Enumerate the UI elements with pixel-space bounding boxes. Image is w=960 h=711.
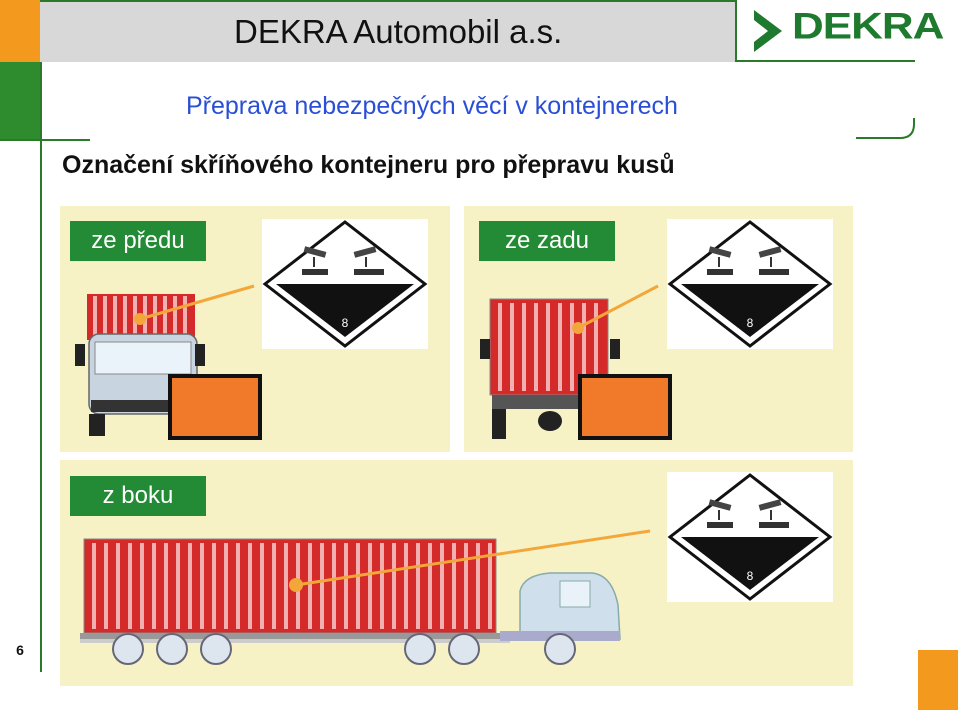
orange-corner-block — [0, 0, 40, 62]
pointer-line-side — [289, 529, 651, 592]
placard-class-number: 8 — [342, 316, 349, 330]
slide-heading: Označení skříňového kontejneru pro přepr… — [62, 151, 675, 179]
orange-plate-front — [168, 374, 262, 440]
label-side: z boku — [70, 476, 206, 516]
pointer-line-rear — [572, 284, 659, 334]
dekra-logo-icon — [754, 10, 782, 52]
header-title: DEKRA Automobil a.s. — [234, 13, 563, 50]
page-number: 6 — [16, 642, 24, 658]
logo-area — [735, 0, 915, 62]
left-divider-line — [40, 62, 42, 672]
pointer-line-front — [134, 284, 255, 325]
label-rear: ze zadu — [479, 221, 615, 261]
placard-class-number: 8 — [747, 316, 754, 330]
orange-corner-block-bottom — [918, 650, 958, 710]
header-underline — [0, 139, 90, 141]
label-front: ze předu — [70, 221, 206, 261]
slide-subtitle: Přeprava nebezpečných věcí v kontejnerec… — [186, 92, 678, 120]
orange-plate-rear — [578, 374, 672, 440]
placard-class-number: 8 — [747, 569, 754, 583]
logo-text: DEKRA — [792, 5, 944, 48]
truck-side-illustration — [80, 538, 621, 665]
corrosive-placard-rear: 8 — [667, 220, 833, 348]
corrosive-placard-side: 8 — [667, 473, 833, 601]
corner-curve-decoration — [856, 118, 915, 139]
corrosive-placard-front: 8 — [262, 220, 428, 348]
green-side-strip — [0, 62, 40, 140]
